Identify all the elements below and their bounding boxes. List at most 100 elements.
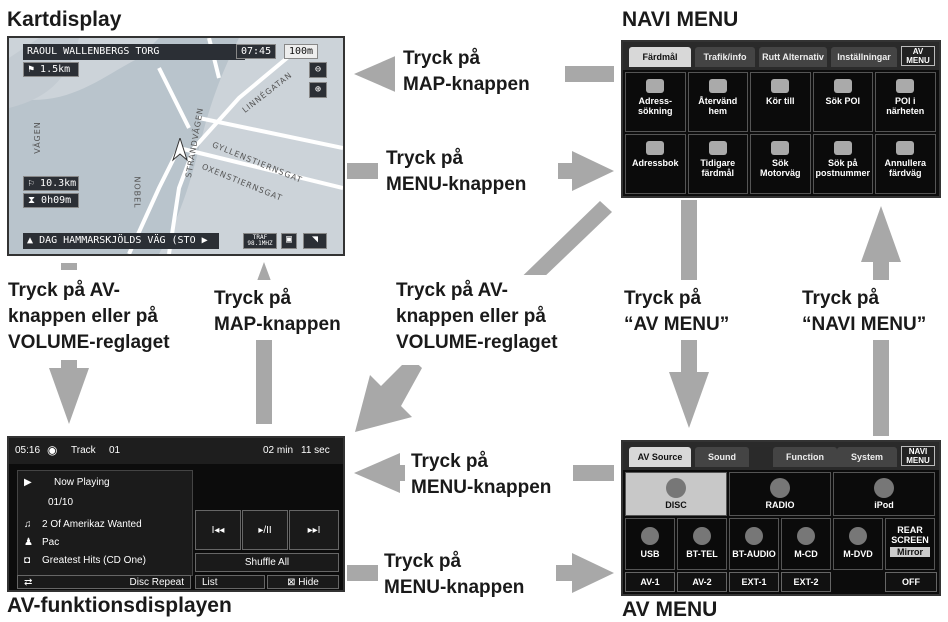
source-row2-icon [693, 527, 711, 545]
track-position: 01/10 [48, 497, 74, 508]
source-1[interactable]: RADIO [729, 472, 831, 516]
source-row3-3[interactable]: EXT-2 [781, 572, 831, 592]
track-number: 01 [109, 445, 121, 456]
clock: 07:45 [236, 44, 277, 59]
street-vagen: VÄGEN [32, 121, 42, 154]
save-icon[interactable]: ▣ [281, 233, 297, 249]
label-line: Tryck på AV- [396, 280, 508, 301]
label-press-menu-bottom-top: Tryck på MENU-knappen [411, 449, 551, 501]
label-line: Tryck på [411, 451, 489, 472]
navi-item-2[interactable]: Kör till [750, 72, 811, 132]
repeat-bar[interactable]: ⇄Disc Repeat [17, 575, 191, 589]
play-icon: ▶ [201, 235, 208, 246]
label-line: Tryck på [384, 551, 462, 572]
navi-item-icon [646, 79, 665, 93]
navi-item-label: Återvänd hem [698, 96, 738, 116]
source-row3-4[interactable]: OFF [885, 572, 937, 592]
tab-rutt[interactable]: Rutt Alternativ [759, 47, 827, 67]
navi-item-9[interactable]: Annullera färdväg [875, 134, 936, 194]
source-row2-0[interactable]: USB [625, 518, 675, 570]
album-icon: ◘ [24, 555, 31, 566]
mirror-button[interactable]: Mirror [890, 547, 930, 557]
navi-item-7[interactable]: Sök Motorväg [750, 134, 811, 194]
zoom-in-button[interactable]: ⊕ [309, 82, 327, 98]
title-av-function-display: AV-funktionsdisplayen [7, 594, 232, 617]
label-press-av-menu: Tryck på “AV MENU” [624, 286, 729, 338]
navi-item-0[interactable]: Adress- sökning [625, 72, 686, 132]
source-row3-2[interactable]: EXT-1 [729, 572, 779, 592]
navi-item-label: Kör till [766, 96, 795, 106]
source-row2-1[interactable]: BT-TEL [677, 518, 727, 570]
next-track-button[interactable]: ▸▸I [289, 510, 339, 550]
source-row2-label: BT-TEL [686, 549, 718, 559]
navi-item-6[interactable]: Tidigare färdmål [687, 134, 748, 194]
tab-fardmal[interactable]: Färdmål [629, 47, 691, 67]
source-row2-3[interactable]: M-CD [781, 518, 831, 570]
scale-indicator: 100m [284, 44, 319, 59]
list-button[interactable]: List [195, 575, 265, 589]
tab-trafik[interactable]: Trafik/info [695, 47, 755, 67]
tab-installningar[interactable]: Inställningar [831, 47, 897, 67]
menu-label: MENU [906, 456, 930, 465]
tab-sound[interactable]: Sound [695, 447, 749, 467]
tab-system[interactable]: System [837, 447, 897, 467]
play-pause-button[interactable]: ▸/II [242, 510, 288, 550]
label-line: Tryck på [802, 288, 880, 309]
navi-item-4[interactable]: POI i närheten [875, 72, 936, 132]
source-icon [666, 478, 686, 498]
navi-item-3[interactable]: Sök POI [812, 72, 873, 132]
current-street: RAOUL WALLENBERGS TORG [23, 44, 245, 60]
label-line: MAP-knappen [214, 314, 341, 335]
song-title: 2 Of Amerikaz Wanted [42, 519, 142, 530]
navi-item-label: Adressbok [631, 158, 679, 168]
source-icon [770, 478, 790, 498]
tab-av-source[interactable]: AV Source [629, 447, 691, 467]
elapsed-seconds: 11 sec [301, 445, 330, 456]
source-row2-2[interactable]: BT-AUDIO [729, 518, 779, 570]
label-line: Tryck på [214, 288, 292, 309]
zoom-out-button[interactable]: ⊖ [309, 62, 327, 78]
distance-total: ⚐ 10.3km [23, 176, 79, 191]
play-state-icon: ▶ [24, 477, 32, 488]
distance-next-turn: ⚑ 1.5km [23, 62, 79, 77]
navi-item-label: Tidigare färdmål [700, 158, 736, 178]
source-row3-1[interactable]: AV-2 [677, 572, 727, 592]
tab-function[interactable]: Function [773, 447, 837, 467]
source-row2-label: USB [640, 549, 660, 559]
menu-arrow-icon[interactable]: ◥ [303, 233, 327, 249]
radio-tag: TRAF [252, 234, 268, 241]
distance-next-value: 1.5km [40, 64, 71, 75]
label-press-av-left: Tryck på AV- knappen eller på VOLUME-reg… [8, 278, 170, 356]
navi-item-icon [646, 141, 665, 155]
shuffle-all-button[interactable]: Shuffle All [195, 553, 339, 572]
street-nobel: NOBEL [132, 176, 142, 209]
next-street-bar[interactable]: ▲ DAG HAMMARSKJÖLDS VÄG (STO ▶ [23, 233, 219, 249]
label-line: MENU-knappen [384, 577, 525, 598]
previous-track-button[interactable]: I◂◂ [195, 510, 241, 550]
source-row2-label: M-CD [794, 549, 818, 559]
source-2[interactable]: iPod [833, 472, 935, 516]
time-remaining-value: 0h09m [41, 195, 72, 206]
radio-frequency: 98.1MHZ [247, 240, 273, 247]
artist-name: Pac [42, 537, 60, 548]
album-name: Greatest Hits (CD One) [42, 555, 146, 566]
navi-item-8[interactable]: Sök på postnummer [812, 134, 873, 194]
hide-button[interactable]: ⊠ Hide [267, 575, 339, 589]
navi-item-1[interactable]: Återvänd hem [687, 72, 748, 132]
label-line: knappen eller på [396, 306, 546, 327]
navi-item-5[interactable]: Adressbok [625, 134, 686, 194]
navi-item-label: POI i närheten [886, 96, 925, 116]
source-0[interactable]: DISC [625, 472, 727, 516]
navi-label: NAVI [908, 447, 928, 456]
navi-item-icon [708, 141, 727, 155]
label-line: “NAVI MENU” [802, 314, 927, 335]
source-row2-4[interactable]: M-DVD [833, 518, 883, 570]
source-row3-0[interactable]: AV-1 [625, 572, 675, 592]
disc-repeat-label: Disc Repeat [129, 576, 184, 588]
